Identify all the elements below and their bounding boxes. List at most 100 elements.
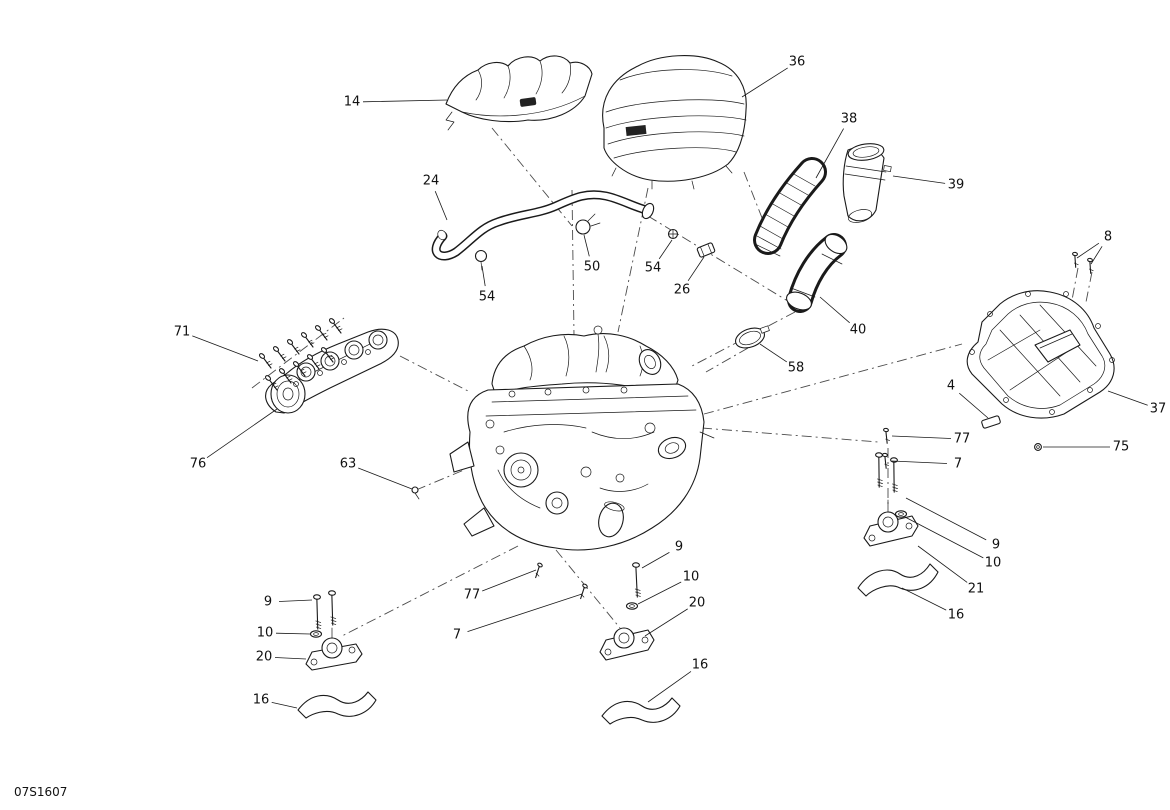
callout-label: 36 (789, 55, 806, 70)
callout-leader-line (482, 569, 537, 592)
callout-leader-line (917, 545, 968, 583)
engine-mount-right (863, 499, 919, 547)
valve-cover (445, 55, 593, 131)
callout-label: 10 (985, 556, 1002, 571)
clamp-58 (735, 325, 770, 349)
alignment-lines (251, 127, 1093, 637)
leader-lines (192, 67, 1148, 709)
callout-leader-line (687, 256, 705, 282)
breather-hose (431, 190, 655, 261)
callout-leader-line (901, 587, 947, 611)
callout-label: 54 (479, 290, 496, 305)
hose-clip-54-left (474, 249, 488, 271)
callout-label: 71 (174, 325, 191, 340)
bolt-75 (1034, 443, 1042, 451)
exhaust-manifold (265, 328, 399, 414)
callout-leader-line (1090, 246, 1103, 265)
throttle-body (638, 349, 662, 375)
oil-filter (598, 501, 625, 538)
hose-clamp-50 (575, 213, 601, 235)
callout-leader-line (905, 497, 987, 541)
hose-end-connector (641, 202, 655, 220)
callout-label: 24 (423, 174, 440, 189)
callout-leader-line (271, 702, 298, 709)
callout-label: 20 (256, 650, 273, 665)
callout-leader-line (275, 632, 311, 635)
callout-leader-line (891, 435, 952, 439)
intake-tube (842, 143, 892, 223)
callout-leader-line (815, 128, 844, 179)
callout-label: 37 (1150, 402, 1167, 417)
callout-label: 20 (689, 596, 706, 611)
callout-label: 16 (948, 608, 965, 623)
callout-label: 76 (190, 457, 207, 472)
crank-pulley (503, 452, 539, 488)
callout-label: 38 (841, 112, 858, 127)
tube-clamp-screw (883, 165, 892, 172)
callout-leader-line (637, 581, 682, 605)
manifold-outlet (270, 374, 306, 414)
callout-leader-line (481, 265, 486, 287)
callout-leader-line (641, 552, 670, 569)
engine-mount-left (305, 627, 363, 671)
engine-bracket-left (449, 441, 475, 473)
callout-leader-line (278, 599, 313, 602)
intake-elbow (786, 233, 848, 313)
callout-leader-line (362, 99, 448, 103)
callout-label: 40 (850, 323, 867, 338)
callout-label: 9 (992, 538, 1000, 553)
intake-plenum (491, 333, 679, 399)
callout-label: 58 (788, 361, 805, 376)
callout-leader-line (1076, 242, 1100, 259)
idler-pulley (545, 491, 569, 515)
callout-leader-line (959, 392, 989, 419)
vent-wire (445, 111, 455, 131)
callout-label: 26 (674, 283, 691, 298)
callout-label: 50 (584, 260, 601, 275)
callout-label: 10 (683, 570, 700, 585)
callout-leader-line (819, 296, 850, 324)
callout-label: 4 (947, 379, 955, 394)
callout-leader-line (1107, 390, 1148, 406)
callout-label: 63 (340, 457, 357, 472)
callout-label: 10 (257, 626, 274, 641)
nut-54-right (667, 228, 679, 240)
callout-leader-line (583, 234, 590, 257)
callout-leader-line (647, 671, 692, 703)
callout-leader-line (206, 408, 278, 459)
mount-bracket-right (857, 563, 939, 597)
callout-label: 9 (264, 595, 272, 610)
callout-label: 77 (464, 588, 481, 603)
callout-leader-line (658, 239, 673, 260)
engine-bracket-lower (463, 507, 495, 537)
callout-leader-line (892, 175, 946, 184)
callout-label: 9 (675, 540, 683, 555)
plug-63 (411, 486, 420, 500)
callout-leader-line (434, 191, 448, 221)
diagram-code: 07S1607 (14, 785, 67, 799)
callout-label: 7 (453, 628, 461, 643)
fitting-26 (696, 242, 716, 258)
callout-label: 77 (954, 432, 971, 447)
callout-label: 21 (968, 582, 985, 597)
callout-label: 8 (1104, 230, 1112, 245)
oil-pan (966, 290, 1115, 419)
callout-leader-line (891, 460, 948, 464)
dipstick-handle (593, 325, 603, 335)
callout-label: 7 (954, 457, 962, 472)
callout-label: 54 (645, 261, 662, 276)
callout-leader-line (274, 657, 307, 660)
callout-label: 39 (948, 178, 965, 193)
callout-leader-line (192, 335, 259, 362)
mount-bracket-left (297, 691, 377, 719)
callout-leader-line (759, 343, 788, 363)
callout-label: 14 (344, 95, 361, 110)
engine-mount-middle (599, 627, 655, 661)
callout-leader-line (467, 593, 583, 632)
callout-label: 16 (253, 693, 270, 708)
mount-bracket-middle (601, 697, 681, 725)
corrugated-hose (753, 157, 827, 257)
air-filter-box (602, 55, 747, 190)
